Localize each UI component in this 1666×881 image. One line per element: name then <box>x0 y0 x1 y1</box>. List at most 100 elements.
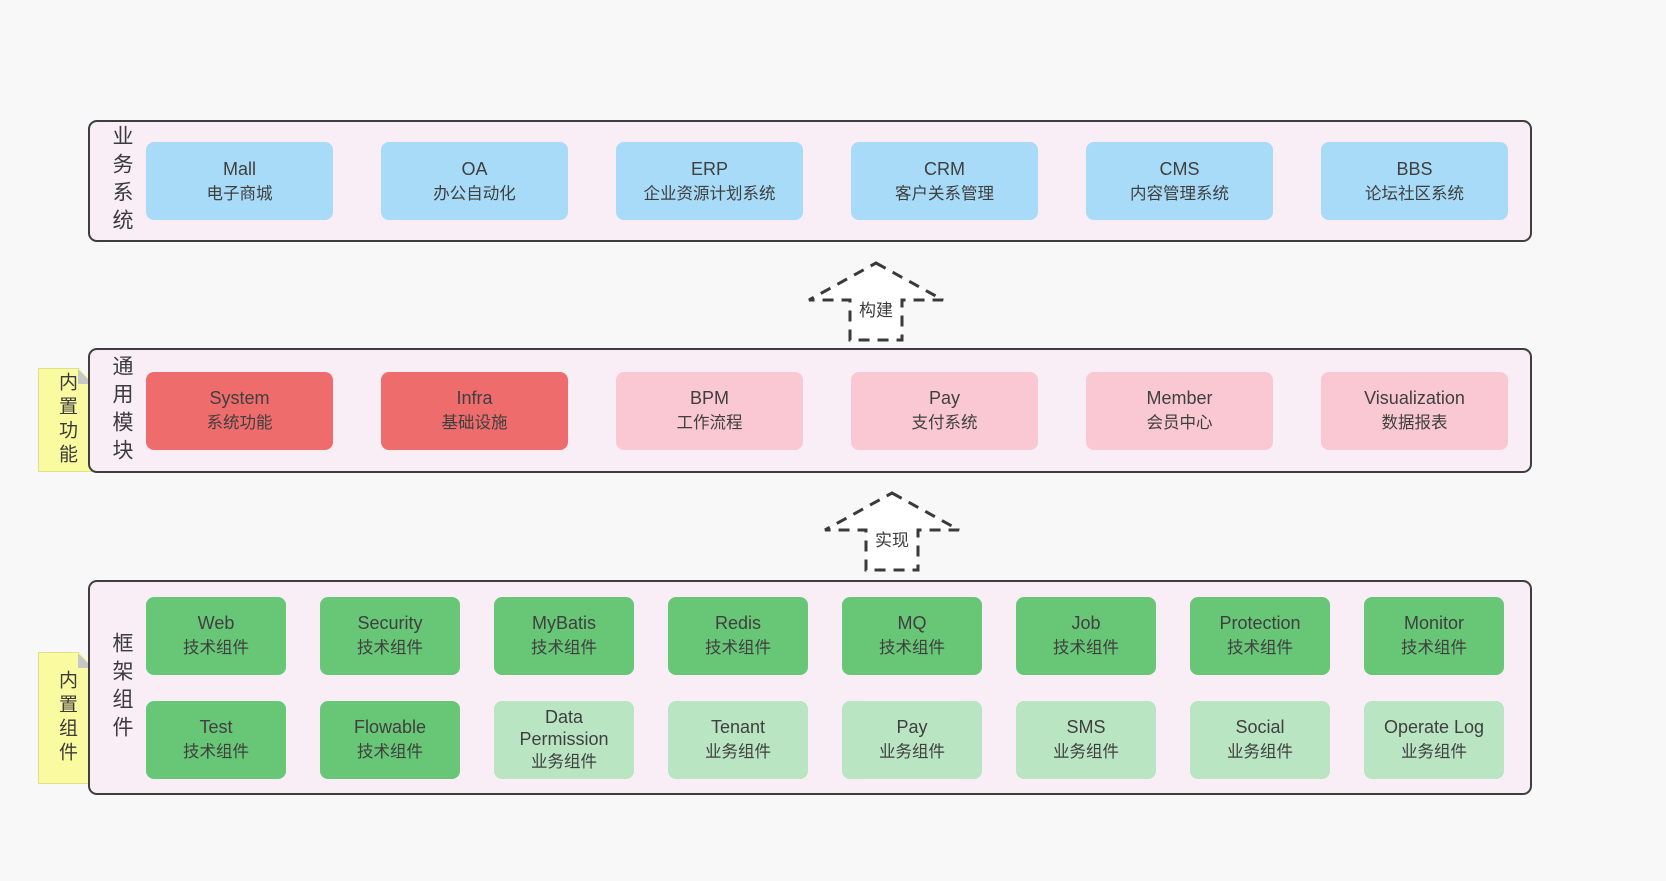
box-oa: OA 办公自动化 <box>381 142 568 220</box>
box-job: Job 技术组件 <box>1016 596 1156 675</box>
components-box-row-2: Test 技术组件 Flowable 技术组件 Data Permission … <box>146 700 1530 779</box>
box-title: Member <box>1146 388 1213 408</box>
sticky-built-in-components: 内置组件 <box>38 652 94 784</box>
sticky-label: 内置组件 <box>56 670 77 766</box>
box-title: Job <box>1071 613 1101 633</box>
arrow-label: 构建 <box>856 296 896 321</box>
box-subtitle: 技术组件 <box>879 639 945 657</box>
box-subtitle: 内容管理系统 <box>1130 184 1229 203</box>
box-title: Tenant <box>710 717 766 737</box>
box-title: Monitor <box>1403 613 1465 633</box>
box-sms: SMS 业务组件 <box>1016 700 1156 779</box>
box-bbs: BBS 论坛社区系统 <box>1321 142 1508 220</box>
box-system: System 系统功能 <box>146 371 333 450</box>
layer-framework-components-label: 框架组件 <box>110 631 133 744</box>
box-subtitle: 技术组件 <box>531 639 597 657</box>
box-subtitle: 技术组件 <box>183 639 249 657</box>
box-flowable: Flowable 技术组件 <box>320 700 460 779</box>
box-subtitle: 业务组件 <box>705 743 771 761</box>
box-subtitle: 业务组件 <box>1401 743 1467 761</box>
box-subtitle: 技术组件 <box>705 639 771 657</box>
box-title: Visualization <box>1364 388 1465 408</box>
box-subtitle: 客户关系管理 <box>895 184 994 203</box>
sticky-built-in-features: 内置功能 <box>38 368 94 472</box>
box-subtitle: 技术组件 <box>1227 639 1293 657</box>
modules-boxes-area: System 系统功能 Infra 基础设施 BPM 工作流程 Pay 支付系统… <box>146 371 1530 450</box>
arrow-implement: 实现 <box>822 490 962 572</box>
box-bpm: BPM 工作流程 <box>616 371 803 450</box>
box-title: Pay <box>896 717 928 737</box>
box-title: BPM <box>689 388 729 408</box>
box-title: Security <box>357 613 423 633</box>
business-boxes-area: Mall 电子商城 OA 办公自动化 ERP 企业资源计划系统 CRM 客户关系… <box>146 142 1530 220</box>
box-monitor: Monitor 技术组件 <box>1364 596 1504 675</box>
box-operate-log: Operate Log 业务组件 <box>1364 700 1504 779</box>
box-title: Redis <box>714 613 762 633</box>
box-mall: Mall 电子商城 <box>146 142 333 220</box>
box-crm: CRM 客户关系管理 <box>851 142 1038 220</box>
box-title: ERP <box>690 158 728 179</box>
box-title: Web <box>197 613 235 633</box>
box-mybatis: MyBatis 技术组件 <box>494 596 634 675</box>
box-subtitle: 办公自动化 <box>433 184 516 203</box>
box-test: Test 技术组件 <box>146 700 286 779</box>
box-cms: CMS 内容管理系统 <box>1086 142 1273 220</box>
box-subtitle: 会员中心 <box>1146 414 1213 432</box>
box-title: Pay <box>928 388 961 408</box>
box-protection: Protection 技术组件 <box>1190 596 1330 675</box>
box-title: Infra <box>456 388 493 408</box>
box-erp: ERP 企业资源计划系统 <box>616 142 803 220</box>
box-title: Social <box>1235 717 1285 737</box>
box-security: Security 技术组件 <box>320 596 460 675</box>
box-subtitle: 基础设施 <box>441 414 508 432</box>
layer-business-systems: 业务系统 Mall 电子商城 OA 办公自动化 ERP 企业资源计划系统 CRM… <box>88 120 1532 242</box>
box-visualization: Visualization 数据报表 <box>1321 371 1508 450</box>
box-subtitle: 技术组件 <box>183 743 249 761</box>
box-title: Protection <box>1219 613 1301 633</box>
box-subtitle: 企业资源计划系统 <box>643 184 776 203</box>
layer-common-modules: 通用模块 System 系统功能 Infra 基础设施 BPM 工作流程 Pay… <box>88 348 1532 473</box>
box-title: Operate Log <box>1383 717 1485 737</box>
box-subtitle: 业务组件 <box>1227 743 1293 761</box>
box-subtitle: 技术组件 <box>1053 639 1119 657</box>
box-title: OA <box>461 158 488 179</box>
sticky-label: 内置功能 <box>56 372 77 468</box>
components-box-row-1: Web 技术组件 Security 技术组件 MyBatis 技术组件 Redi… <box>146 596 1530 675</box>
box-infra: Infra 基础设施 <box>381 371 568 450</box>
arrow-build: 构建 <box>806 260 946 342</box>
modules-box-row: System 系统功能 Infra 基础设施 BPM 工作流程 Pay 支付系统… <box>146 371 1530 450</box>
box-title: Test <box>199 717 233 737</box>
box-subtitle: 技术组件 <box>1401 639 1467 657</box>
box-pay-component: Pay 业务组件 <box>842 700 982 779</box>
box-title: SMS <box>1066 717 1106 737</box>
box-web: Web 技术组件 <box>146 596 286 675</box>
box-subtitle: 业务组件 <box>1053 743 1119 761</box>
layer-business-systems-label: 业务系统 <box>110 125 133 237</box>
box-pay-module: Pay 支付系统 <box>851 371 1038 450</box>
box-title: Data Permission <box>519 706 609 749</box>
arrow-label: 实现 <box>872 526 912 551</box>
layer-common-modules-label: 通用模块 <box>110 354 133 467</box>
box-subtitle: 支付系统 <box>911 414 978 432</box>
box-tenant: Tenant 业务组件 <box>668 700 808 779</box>
components-boxes-area: Web 技术组件 Security 技术组件 MyBatis 技术组件 Redi… <box>146 596 1530 779</box>
box-subtitle: 工作流程 <box>676 414 743 432</box>
box-subtitle: 数据报表 <box>1381 414 1448 432</box>
box-subtitle: 业务组件 <box>879 743 945 761</box>
box-mq: MQ 技术组件 <box>842 596 982 675</box>
box-subtitle: 电子商城 <box>206 184 273 203</box>
box-data-permission: Data Permission 业务组件 <box>494 700 634 779</box>
box-subtitle: 业务组件 <box>531 752 597 771</box>
business-box-row: Mall 电子商城 OA 办公自动化 ERP 企业资源计划系统 CRM 客户关系… <box>146 142 1530 220</box>
box-title: Flowable <box>353 717 427 737</box>
box-member: Member 会员中心 <box>1086 371 1273 450</box>
box-title: MyBatis <box>531 613 596 633</box>
box-title: BBS <box>1396 158 1433 179</box>
box-subtitle: 技术组件 <box>357 743 423 761</box>
layer-framework-components: 框架组件 Web 技术组件 Security 技术组件 MyBatis 技术组件… <box>88 580 1532 795</box>
box-redis: Redis 技术组件 <box>668 596 808 675</box>
box-subtitle: 论坛社区系统 <box>1365 184 1464 203</box>
box-title: Mall <box>222 158 256 179</box>
box-subtitle: 技术组件 <box>357 639 423 657</box>
box-title: CMS <box>1159 158 1200 179</box>
